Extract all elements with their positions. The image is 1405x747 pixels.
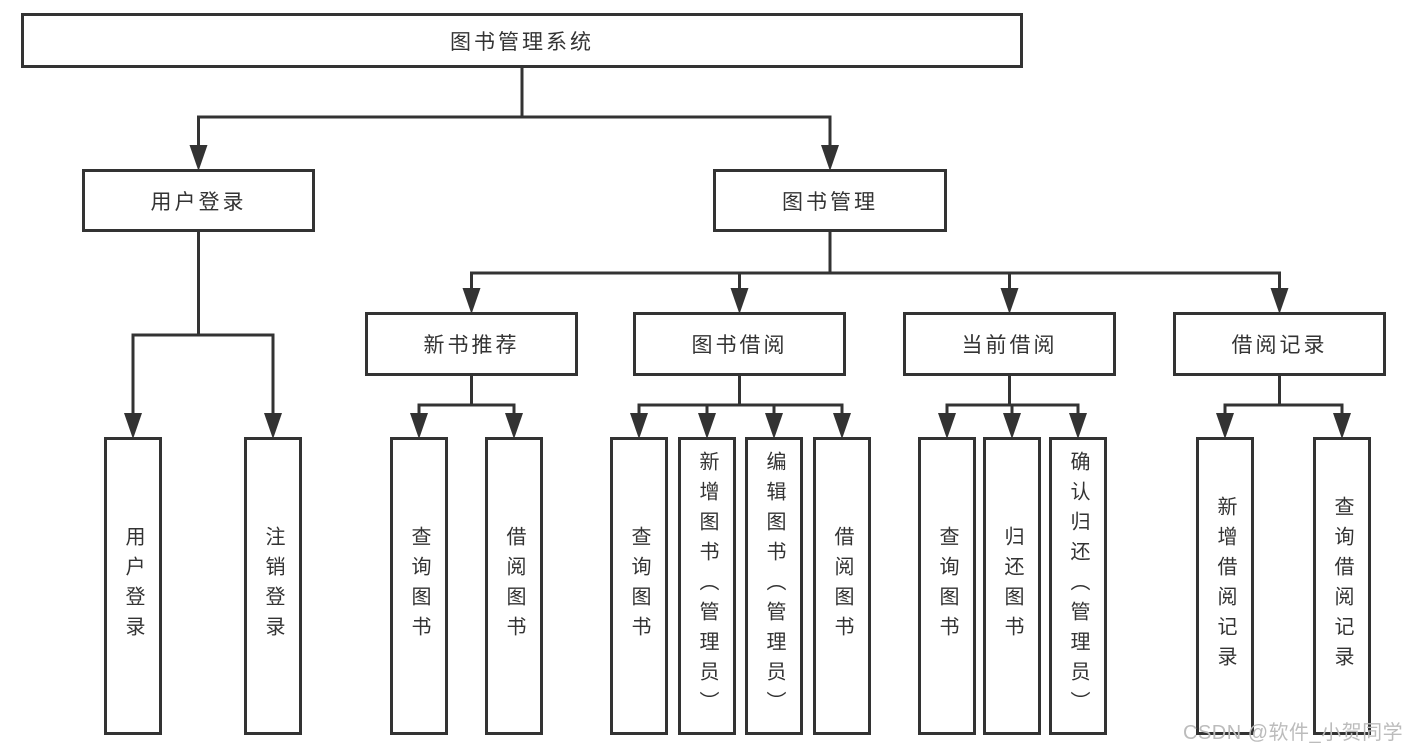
node-book-management: 图书管理 bbox=[713, 169, 947, 232]
node-new-book-recommendation-label: 新书推荐 bbox=[423, 334, 520, 357]
leaf-user-login: 用户登录 bbox=[104, 437, 162, 735]
leaf-query-books-current: 查询图书 bbox=[918, 437, 976, 735]
leaf-confirm-return-admin-label: 确认归还（管理员） bbox=[1067, 451, 1089, 721]
node-new-book-recommendation: 新书推荐 bbox=[365, 312, 578, 376]
node-root-label: 图书管理系统 bbox=[450, 30, 594, 54]
leaf-return-books: 归还图书 bbox=[983, 437, 1041, 735]
leaf-logout-label: 注销登录 bbox=[262, 526, 284, 646]
leaf-add-borrow-record: 新增借阅记录 bbox=[1196, 437, 1254, 735]
node-borrowing-records: 借阅记录 bbox=[1173, 312, 1386, 376]
leaf-add-borrow-record-label: 新增借阅记录 bbox=[1214, 496, 1236, 676]
node-book-management-label: 图书管理 bbox=[782, 190, 878, 214]
leaf-return-books-label: 归还图书 bbox=[1001, 526, 1023, 646]
leaf-query-books-borrowing-label: 查询图书 bbox=[628, 526, 650, 646]
node-current-borrowing-label: 当前借阅 bbox=[961, 334, 1058, 357]
leaf-borrow-books-recommend: 借阅图书 bbox=[485, 437, 543, 735]
watermark-text: CSDN @软件_小贺同学 bbox=[1183, 722, 1404, 744]
leaf-query-books-recommend-label: 查询图书 bbox=[408, 526, 430, 646]
leaf-query-books-recommend: 查询图书 bbox=[390, 437, 448, 735]
leaf-query-books-borrowing: 查询图书 bbox=[610, 437, 668, 735]
leaf-user-login-label: 用户登录 bbox=[122, 526, 144, 646]
node-borrowing-records-label: 借阅记录 bbox=[1231, 334, 1328, 357]
node-current-borrowing: 当前借阅 bbox=[903, 312, 1116, 376]
node-user-login-label: 用户登录 bbox=[150, 190, 247, 214]
leaf-add-book-admin-label: 新增图书（管理员） bbox=[696, 451, 718, 721]
leaf-add-book-admin: 新增图书（管理员） bbox=[678, 437, 736, 735]
leaf-borrow-books-recommend-label: 借阅图书 bbox=[503, 526, 525, 646]
node-book-borrowing-label: 图书借阅 bbox=[691, 334, 788, 357]
leaf-query-borrow-record-label: 查询借阅记录 bbox=[1331, 496, 1353, 676]
node-book-borrowing: 图书借阅 bbox=[633, 312, 846, 376]
leaf-logout: 注销登录 bbox=[244, 437, 302, 735]
leaf-edit-book-admin: 编辑图书（管理员） bbox=[745, 437, 803, 735]
node-user-login: 用户登录 bbox=[82, 169, 315, 232]
leaf-borrow-books-borrowing-label: 借阅图书 bbox=[831, 526, 853, 646]
leaf-query-borrow-record: 查询借阅记录 bbox=[1313, 437, 1371, 735]
leaf-query-books-current-label: 查询图书 bbox=[936, 526, 958, 646]
leaf-borrow-books-borrowing: 借阅图书 bbox=[813, 437, 871, 735]
leaf-edit-book-admin-label: 编辑图书（管理员） bbox=[763, 451, 785, 721]
node-root: 图书管理系统 bbox=[21, 13, 1023, 68]
leaf-confirm-return-admin: 确认归还（管理员） bbox=[1049, 437, 1107, 735]
